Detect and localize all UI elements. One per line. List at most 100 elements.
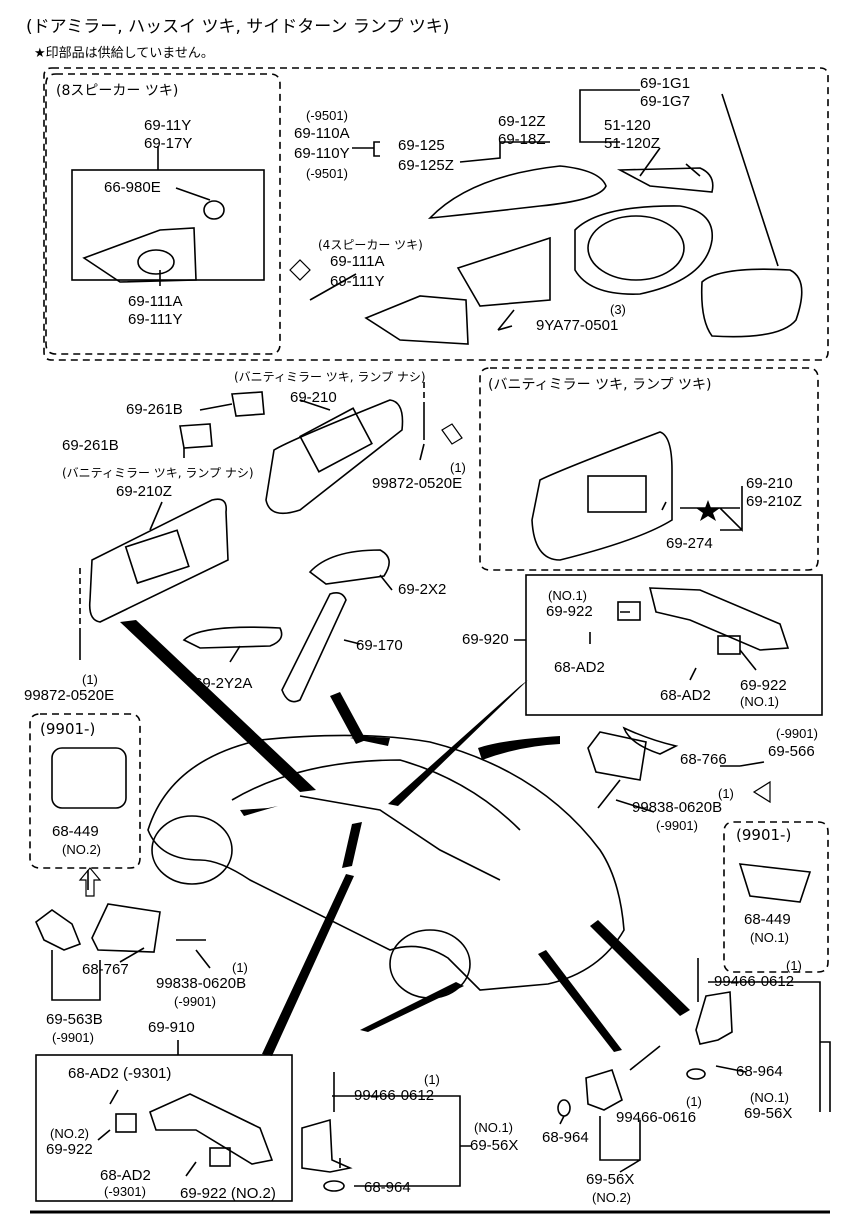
part-label: 68-767 xyxy=(82,961,129,978)
part-label: (1) xyxy=(450,460,466,475)
part-label: 69-922 xyxy=(546,603,593,620)
lamp-lens-icon xyxy=(622,726,679,755)
sun-visor-69-210-icon xyxy=(265,399,404,515)
part-label: 69-210 xyxy=(746,475,793,492)
supply-note: ★印部品は供給していません。 xyxy=(34,46,214,61)
part-label: 69-12Z xyxy=(498,113,546,130)
part-label: (1) xyxy=(686,1094,702,1109)
part-label: 66-980E xyxy=(104,179,161,196)
speaker-box xyxy=(45,73,281,355)
part-label: (-9901) xyxy=(656,818,698,833)
part-label: 69-920 xyxy=(462,631,509,648)
vanity-nolamp-title-2: (バニティミラー ツキ, ランプ ナシ) xyxy=(62,466,254,480)
grip-cap-icon xyxy=(617,601,641,621)
car-body-icon xyxy=(147,734,625,991)
washer-icon xyxy=(323,1180,345,1192)
part-label: 69-17Y xyxy=(144,135,193,152)
part-label: 68-964 xyxy=(736,1063,783,1080)
bracket-icon xyxy=(301,1118,353,1173)
vanity-nolamp-title: (バニティミラー ツキ, ランプ ナシ) xyxy=(234,370,426,384)
box-9901-left-title: (9901-) xyxy=(40,720,96,738)
rear-view-mirror-icon xyxy=(281,592,347,703)
part-label: 9YA77-0501 xyxy=(536,317,619,334)
front-wheel-icon xyxy=(151,815,233,885)
lamp-563B-icon xyxy=(35,909,82,951)
speaker4-title: (4スピーカー ツキ) xyxy=(318,238,423,252)
part-label: (-9901) xyxy=(174,994,216,1009)
part-label: 69-110Y xyxy=(294,145,350,162)
part-label: 69-111Y xyxy=(330,273,385,290)
part-label: (NO.2) xyxy=(592,1190,631,1205)
arrow-icon-3 xyxy=(752,780,771,804)
part-label: 69-11Y xyxy=(144,117,192,134)
assist-grip-icon xyxy=(648,587,790,651)
box-9901-right xyxy=(723,821,829,973)
speaker-box-title: (8スピーカー ツキ) xyxy=(56,83,179,99)
grip-cap-icon-3 xyxy=(115,1113,137,1133)
part-label: 69-1G7 xyxy=(640,93,691,110)
part-label: (1) xyxy=(786,958,802,973)
part-label: 68-449 xyxy=(52,823,99,840)
washer-icon-3 xyxy=(686,1068,706,1080)
part-label: 69-125 xyxy=(398,137,445,154)
part-label: 69-56X xyxy=(586,1171,635,1188)
lamp-767-icon xyxy=(91,903,161,953)
grip-cap-icon-4 xyxy=(209,1147,231,1167)
part-label: 68-AD2 xyxy=(100,1167,151,1184)
visor-mirror-icon xyxy=(299,407,373,473)
part-label: 69-110A xyxy=(294,125,350,142)
part-label: (NO.2) xyxy=(50,1126,89,1141)
part-label: 69-2X2 xyxy=(398,581,447,598)
visor-clip-icon xyxy=(231,391,265,417)
part-label: 69-261B xyxy=(62,437,119,454)
mirror-inner-icon xyxy=(587,215,685,281)
part-label: 69-111A xyxy=(330,253,385,270)
part-label: 69-210 xyxy=(290,389,337,406)
mirror-cover-icon xyxy=(427,165,607,220)
speaker-icon xyxy=(137,249,175,275)
part-label: 69-56X xyxy=(744,1105,793,1122)
visor-clip-icon-2 xyxy=(179,423,213,449)
grip-cap-icon-2 xyxy=(717,635,741,655)
vanity-mirror-icon xyxy=(587,475,647,513)
washer-icon-2 xyxy=(557,1099,571,1117)
mirror-bracket-51-120 xyxy=(616,167,714,193)
part-label: 69-56X xyxy=(470,1137,519,1154)
part-label: 69-170 xyxy=(356,637,403,654)
speaker8-housing-icon xyxy=(82,227,197,283)
part-label: 69-111Y xyxy=(128,311,183,328)
part-label: 69-274 xyxy=(666,535,713,552)
part-label: 69-2Y2A xyxy=(194,675,253,692)
mirror-section-box xyxy=(43,67,829,361)
arrow-icon-4 xyxy=(78,867,102,897)
part-label: 69-18Z xyxy=(498,131,546,148)
part-label: 68-AD2 xyxy=(660,687,711,704)
part-label: 68-AD2 xyxy=(554,659,605,676)
speaker-detail-box xyxy=(71,169,265,281)
part-label: 69-210Z xyxy=(116,483,172,500)
vanity-lamp-box xyxy=(479,367,819,571)
part-label: (NO.1) xyxy=(474,1120,513,1135)
part-label: (NO.2) xyxy=(62,842,101,857)
part-label: 69-563B xyxy=(46,1011,103,1028)
page-title: (ドアミラー, ハッスイ ツキ, サイドターン ランプ ツキ) xyxy=(26,17,450,37)
box-9901-right-title: (9901-) xyxy=(736,826,792,844)
part-label: 69-922 xyxy=(46,1141,93,1158)
part-label: 69-922 (NO.2) xyxy=(180,1185,276,1202)
part-label: 99872-0520E xyxy=(372,475,463,492)
part-label: (1) xyxy=(82,672,98,687)
star-icon xyxy=(696,500,720,521)
part-label: (-9501) xyxy=(306,166,348,181)
lamp-449-no2-icon xyxy=(51,747,127,809)
part-label: (NO.1) xyxy=(740,694,779,709)
part-label: 69-566 xyxy=(768,743,815,760)
part-label: 68-964 xyxy=(364,1179,411,1196)
part-label: 69-125Z xyxy=(398,157,454,174)
vanity-lamp-title: (バニティミラー ツキ, ランプ ツキ) xyxy=(488,377,712,393)
part-label: 99466-0612 xyxy=(354,1087,435,1104)
mirror-body-icon xyxy=(574,205,713,295)
box-9901-left xyxy=(29,713,141,869)
part-label: (-9901) xyxy=(52,1030,94,1045)
